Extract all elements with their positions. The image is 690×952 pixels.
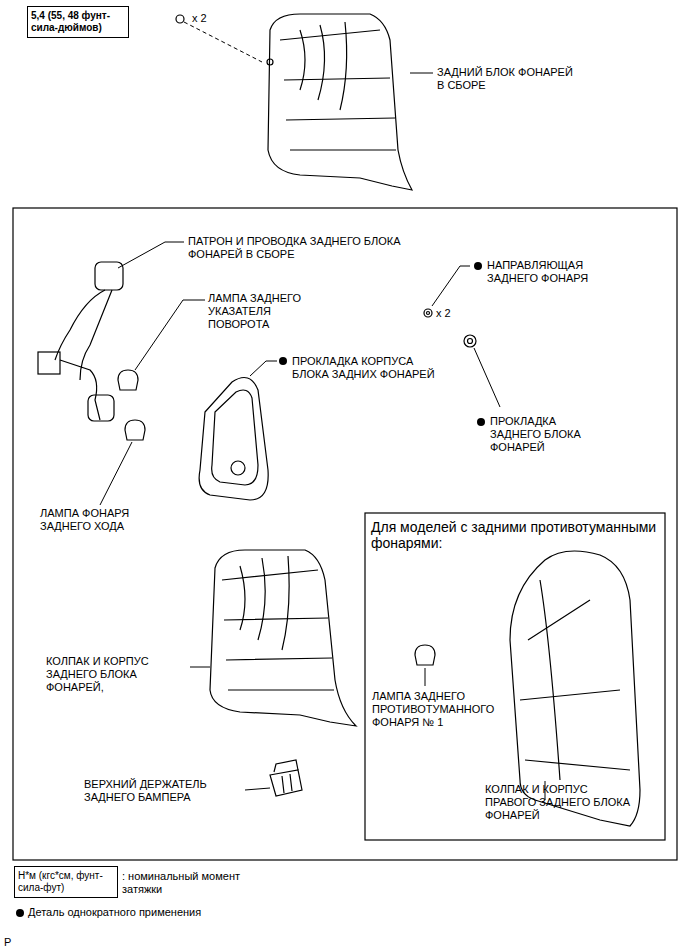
group-frame — [13, 208, 677, 860]
bolt — [176, 15, 184, 23]
leader-line — [118, 242, 184, 268]
single-use-dot — [477, 418, 485, 426]
part-name: ЛАМПА ЗАДНЕГО УКАЗАТЕЛЯ ПОВОРОТА — [208, 292, 318, 331]
bulb — [125, 420, 145, 440]
leader-line — [474, 348, 500, 407]
quantity: x 2 — [192, 12, 232, 25]
bulb — [118, 370, 138, 390]
leader-line — [245, 788, 270, 790]
gasket — [199, 378, 268, 501]
torque-value: 5,4 (55, 48 фунт-сила-дюймов) — [31, 10, 125, 34]
part-name: ПРОКЛАДКА КОРПУСА БЛОКА ЗАДНИХ ФОНАРЕЙ — [292, 355, 447, 381]
torque-box: Н*м (кгс*см, фунт-сила-фут) — [14, 866, 118, 898]
lamp-assembly — [267, 14, 412, 190]
part-name: ЛАМПА ФОНАРЯ ЗАДНЕГО ХОДА — [40, 507, 165, 533]
legend-text: Деталь однократного применения — [28, 906, 288, 919]
part-name: ПРОКЛАДКА ЗАДНЕГО БЛОКА ФОНАРЕЙ — [490, 415, 605, 454]
part-name: ЛАМПА ЗАДНЕГО ПРОТИВОТУМАННОГО ФОНАРЯ № … — [372, 690, 507, 729]
part-name: ЗАДНИЙ БЛОК ФОНАРЕЙ В СБОРЕ — [437, 66, 582, 92]
legend-text: : номинальный момент затяжки — [122, 870, 262, 896]
leader-line — [432, 266, 470, 306]
quantity: x 2 — [436, 307, 476, 320]
inset-frame — [365, 513, 665, 840]
guide-clip — [424, 309, 432, 317]
socket-wiring — [38, 262, 123, 421]
leader-line — [250, 361, 277, 376]
leader-line — [410, 73, 433, 74]
part-name: ВЕРХНИЙ ДЕРЖАТЕЛЬ ЗАДНЕГО БАМПЕРА — [84, 778, 244, 804]
part-name: КОЛПАК И КОРПУС ЗАДНЕГО БЛОКА ФОНАРЕЙ, — [46, 655, 188, 694]
torque-box: 5,4 (55, 48 фунт-сила-дюймов) — [27, 6, 129, 38]
leader-line — [100, 442, 132, 505]
dashed-line — [184, 22, 262, 62]
leader-line — [190, 667, 210, 668]
gasket — [464, 335, 476, 347]
leader-line — [135, 300, 205, 370]
single-use-dot — [474, 262, 482, 270]
figure-code: P — [4, 936, 24, 949]
part-name: НАПРАВЛЯЮЩАЯ ЗАДНЕГО ФОНАРЯ — [487, 259, 627, 285]
bulb — [415, 645, 435, 665]
part-name: КОЛПАК И КОРПУС ПРАВОГО ЗАДНЕГО БЛОКА ФО… — [485, 783, 635, 822]
single-use-dot — [279, 357, 287, 365]
part-name: ПАТРОН И ПРОВОДКА ЗАДНЕГО БЛОКА ФОНАРЕЙ … — [188, 235, 423, 261]
leader-line — [425, 668, 426, 686]
bumper-holder — [270, 760, 302, 796]
torque-value: Н*м (кгс*см, фунт-сила-фут) — [18, 870, 114, 894]
lamp-housing — [210, 550, 356, 726]
group-heading: Для моделей с задними противотуманными ф… — [371, 519, 659, 551]
single-use-dot — [16, 909, 24, 917]
